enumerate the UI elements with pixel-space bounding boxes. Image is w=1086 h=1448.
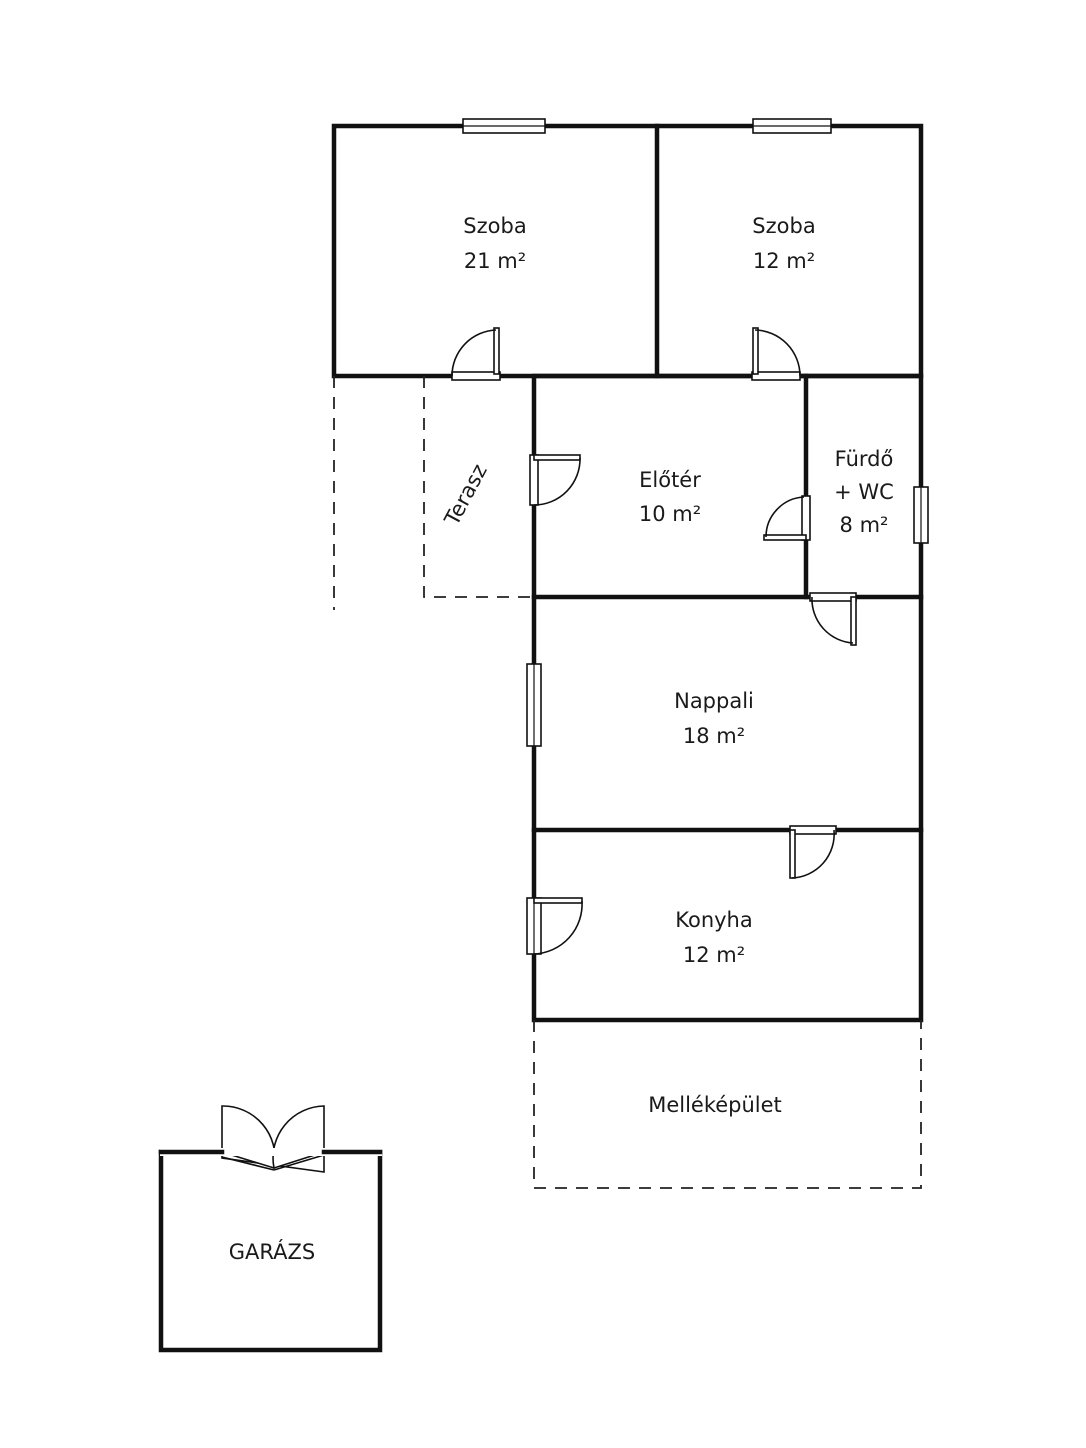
window-furdo <box>913 486 929 544</box>
door-nappali <box>809 592 857 646</box>
door-szoba-1 <box>451 327 501 381</box>
window-nappali <box>526 663 542 747</box>
outdoor-outlines <box>333 376 922 1189</box>
furdo-name-line1: Fürdő <box>835 447 894 471</box>
nappali-name: Nappali <box>674 689 754 713</box>
furdo-area: 8 m² <box>840 513 889 537</box>
konyha-name: Konyha <box>675 908 753 932</box>
door-szoba-2 <box>751 327 801 381</box>
szoba-1-name: Szoba <box>463 214 526 238</box>
furdo-name-line2: + WC <box>834 480 894 504</box>
konyha-area: 12 m² <box>683 943 745 967</box>
dash-terasz <box>423 376 534 598</box>
szoba-2-area: 12 m² <box>753 249 815 273</box>
room-labels: Szoba 21 m² Szoba 12 m² Előtér 10 m² Für… <box>463 214 894 967</box>
door-konyha-left <box>526 897 583 955</box>
szoba-2-name: Szoba <box>752 214 815 238</box>
wall-szoba-block <box>331 123 924 379</box>
eloter-name: Előtér <box>639 468 701 492</box>
dash-mellekepulet <box>533 1020 922 1189</box>
window-szoba-2 <box>752 118 832 134</box>
garazs-label: GARÁZS <box>229 1239 315 1264</box>
szoba-1-area: 21 m² <box>464 249 526 273</box>
mellekepulet-label: Melléképület <box>648 1093 782 1117</box>
nappali-area: 18 m² <box>683 724 745 748</box>
door-garazs <box>158 1105 383 1173</box>
door-eloter <box>529 454 581 506</box>
door-konyha-top <box>789 825 837 879</box>
terasz-label: Terasz <box>439 460 491 530</box>
window-szoba-1 <box>462 118 546 134</box>
eloter-area: 10 m² <box>639 502 701 526</box>
door-furdo <box>763 495 811 541</box>
doors <box>158 327 857 1173</box>
windows <box>462 118 929 747</box>
